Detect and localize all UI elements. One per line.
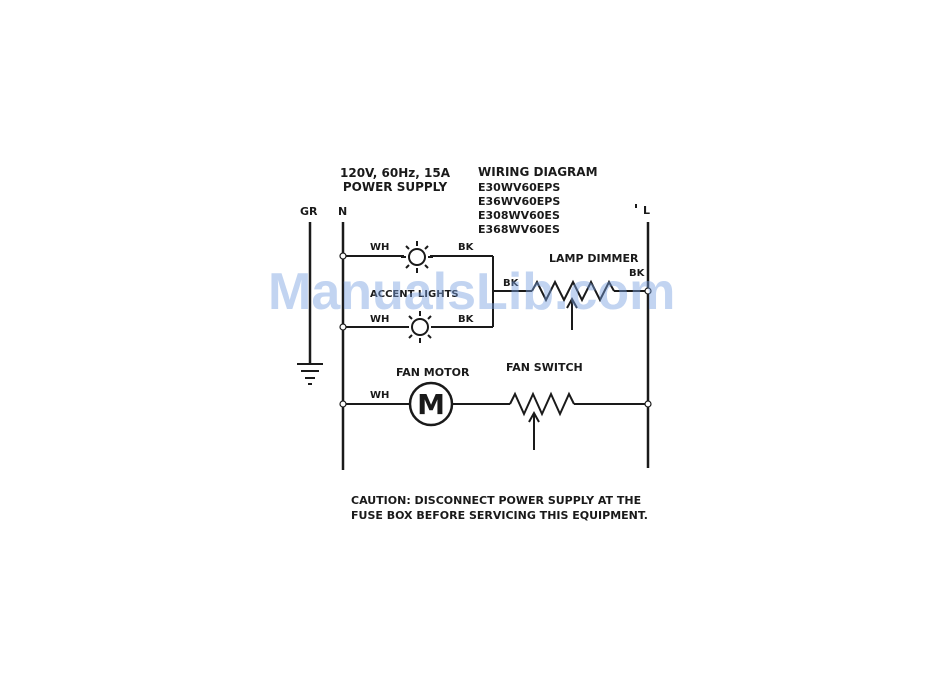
- power-supply-label: POWER SUPPLY: [343, 180, 448, 194]
- caution-line-2: FUSE BOX BEFORE SERVICING THIS EQUIPMENT…: [351, 509, 648, 522]
- model-number-3: E308WV60ES: [478, 209, 560, 222]
- neutral-terminal-label: N: [338, 205, 347, 218]
- fan-motor-label: FAN MOTOR: [396, 366, 470, 379]
- model-number-1: E30WV60EPS: [478, 181, 560, 194]
- dimmer-bk-label-right: BK: [629, 268, 646, 279]
- line-terminal-label: L: [643, 204, 650, 217]
- lamp-dimmer-resistor: [532, 282, 614, 300]
- ground-symbol: [297, 222, 323, 384]
- fan-switch-wiper-arrow: [529, 413, 539, 450]
- dimmer-bk-label-left: BK: [503, 278, 520, 289]
- lamp-1-icon: [401, 241, 433, 273]
- power-supply-rating: 120V, 60Hz, 15A: [340, 166, 451, 180]
- ground-terminal-label: GR: [300, 205, 318, 218]
- lamp2-bk-label: BK: [458, 314, 475, 325]
- lamp1-bk-label: BK: [458, 242, 475, 253]
- model-number-2: E36WV60EPS: [478, 195, 560, 208]
- fan-switch-resistor: [510, 394, 574, 414]
- lamp1-wh-label: WH: [370, 242, 389, 253]
- accent-lights-label: ACCENT LIGHTS: [370, 289, 459, 300]
- lamp-2-icon: [404, 311, 436, 343]
- fan-switch-label: FAN SWITCH: [506, 361, 583, 374]
- diagram-title: WIRING DIAGRAM: [478, 165, 598, 179]
- junction-dots: [340, 253, 651, 407]
- fan-motor-symbol: M: [417, 388, 445, 421]
- lamp2-wh-label: WH: [370, 314, 389, 325]
- fan-wh-label: WH: [370, 390, 389, 401]
- model-number-4: E368WV60ES: [478, 223, 560, 236]
- lamp-dimmer-label: LAMP DIMMER: [549, 252, 639, 265]
- caution-line-1: CAUTION: DISCONNECT POWER SUPPLY AT THE: [351, 494, 641, 507]
- lamp-dimmer-wiper-arrow: [567, 299, 577, 330]
